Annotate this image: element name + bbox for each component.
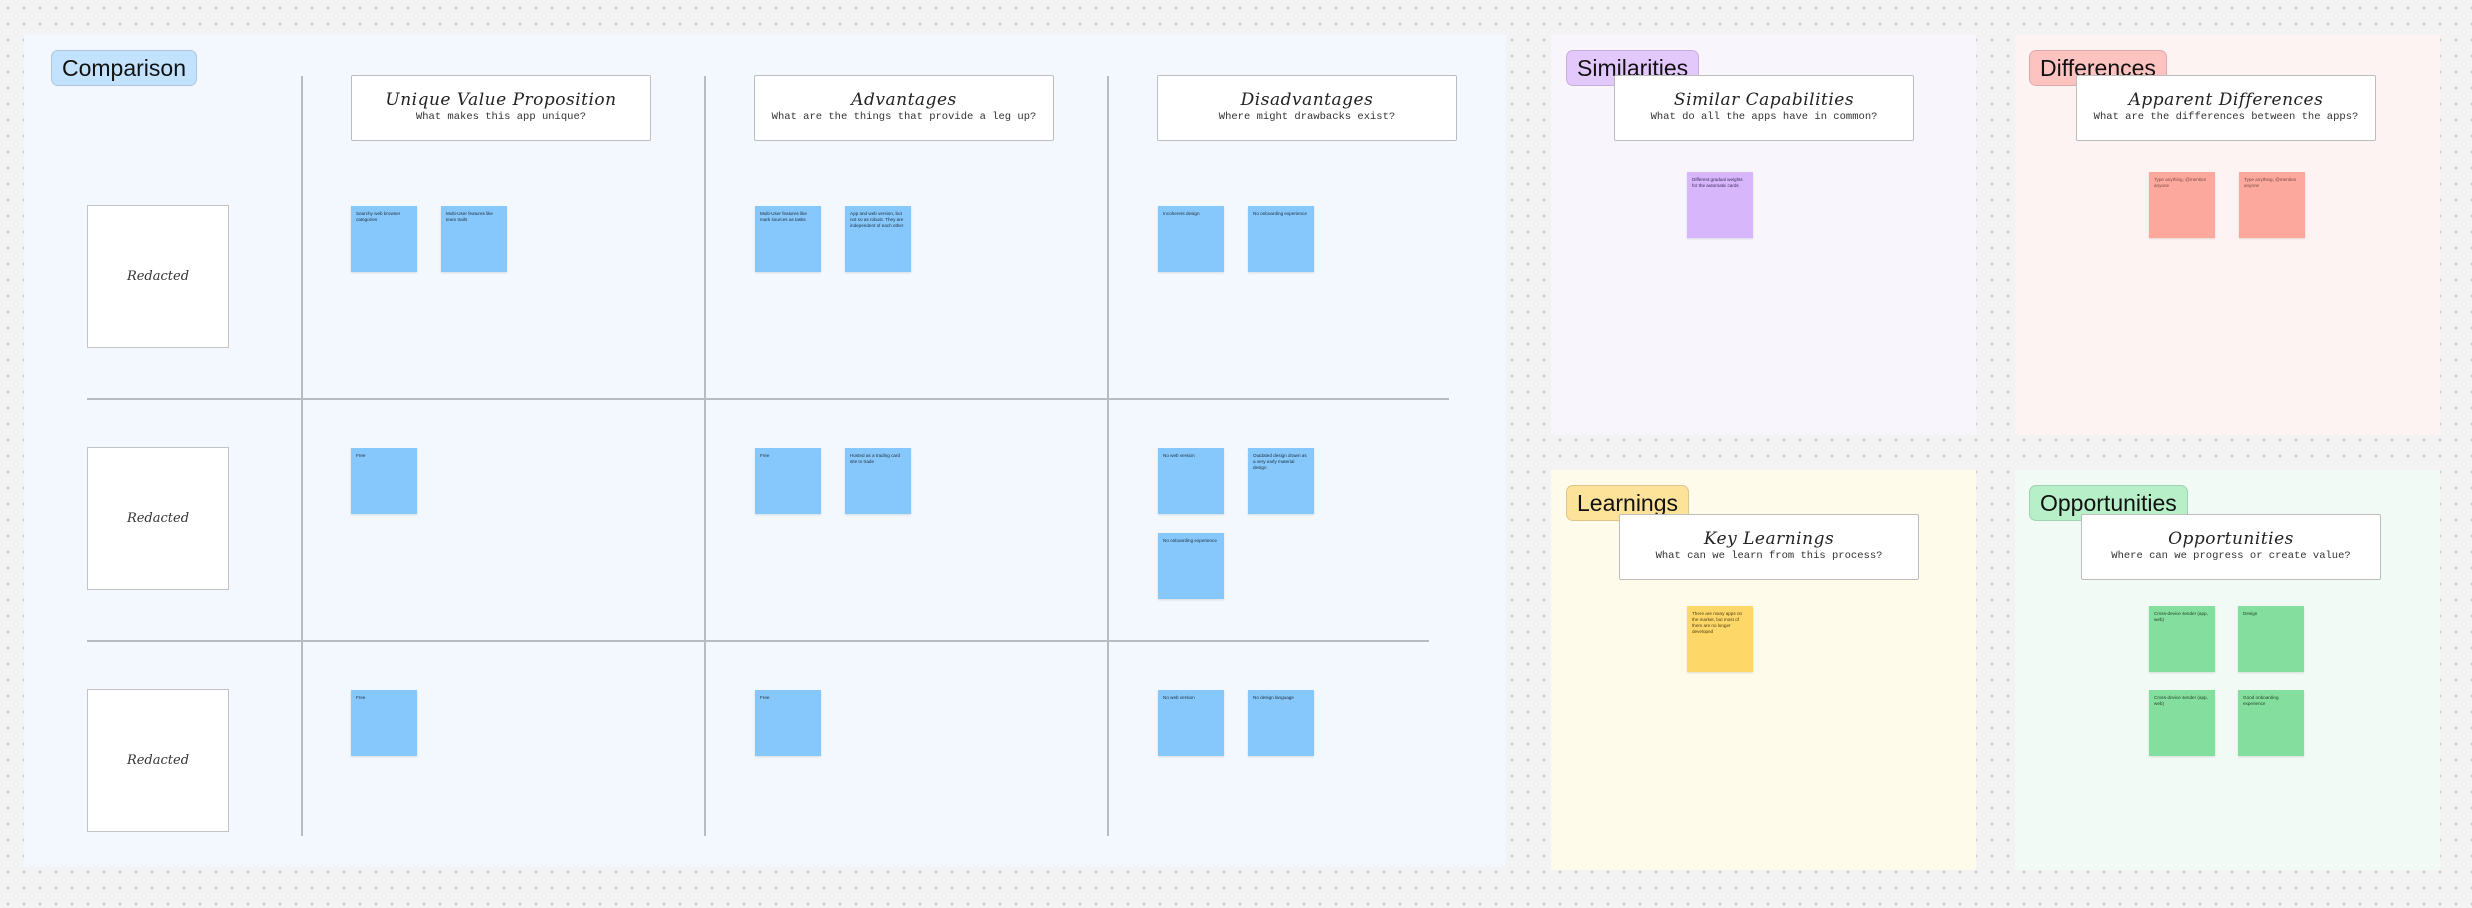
sticky-note[interactable]: Multi-User features like mark sources as…: [755, 206, 821, 272]
column-title: Disadvantages: [1240, 90, 1374, 110]
row-divider: [87, 640, 1429, 642]
column-title: Advantages: [851, 90, 957, 110]
sticky-note[interactable]: App and web version, but not so as robus…: [845, 206, 911, 272]
section-title: Key Learnings: [1703, 529, 1835, 549]
sticky-note[interactable]: Good onboarding experience: [2238, 690, 2304, 756]
sticky-note[interactable]: No onboarding experience: [1158, 533, 1224, 599]
similarities-header[interactable]: Similar Capabilities What do all the app…: [1614, 75, 1914, 141]
row-card-2[interactable]: Redacted: [87, 447, 229, 590]
section-title: Apparent Differences: [2128, 90, 2324, 110]
section-subtitle: Where can we progress or create value?: [2111, 550, 2351, 562]
sticky-note[interactable]: Free: [755, 448, 821, 514]
sticky-note[interactable]: No onboarding experience: [1248, 206, 1314, 272]
column-header-advantages[interactable]: Advantages What are the things that prov…: [754, 75, 1054, 141]
sticky-note[interactable]: Outdated design drawn as a very early ma…: [1248, 448, 1314, 514]
row-label: Redacted: [126, 269, 190, 284]
sticky-note[interactable]: Free: [351, 690, 417, 756]
column-divider: [1107, 76, 1109, 836]
opportunities-header[interactable]: Opportunities Where can we progress or c…: [2081, 514, 2381, 580]
sticky-note[interactable]: Searchy web browser categories: [351, 206, 417, 272]
row-divider: [87, 398, 1449, 400]
sticky-note[interactable]: Type anything, @mention anyone: [2149, 172, 2215, 238]
sticky-note[interactable]: No web version: [1158, 690, 1224, 756]
sticky-note[interactable]: Different gradual weights for the automa…: [1687, 172, 1753, 238]
section-title: Opportunities: [2168, 529, 2294, 549]
column-subtitle: Where might drawbacks exist?: [1218, 111, 1396, 123]
sticky-note[interactable]: Design: [2238, 606, 2304, 672]
column-header-disadvantages[interactable]: Disadvantages Where might drawbacks exis…: [1157, 75, 1457, 141]
column-header-unique-value[interactable]: Unique Value Proposition What makes this…: [351, 75, 651, 141]
row-label: Redacted: [126, 753, 190, 768]
section-subtitle: What do all the apps have in common?: [1650, 111, 1878, 123]
sticky-note[interactable]: There are many apps on the market, but m…: [1687, 606, 1753, 672]
sticky-note[interactable]: No design language: [1248, 690, 1314, 756]
learnings-header[interactable]: Key Learnings What can we learn from thi…: [1619, 514, 1919, 580]
sticky-note[interactable]: Multi-User features like team trails: [441, 206, 507, 272]
sticky-note[interactable]: Incoherent design: [1158, 206, 1224, 272]
sticky-note[interactable]: Hosted as a trading card site to trade: [845, 448, 911, 514]
column-divider: [704, 76, 706, 836]
section-title: Similar Capabilities: [1673, 90, 1855, 110]
column-subtitle: What makes this app unique?: [415, 111, 587, 123]
differences-header[interactable]: Apparent Differences What are the differ…: [2076, 75, 2376, 141]
sticky-note[interactable]: Type anything, @mention anyone: [2239, 172, 2305, 238]
column-title: Unique Value Proposition: [385, 90, 617, 110]
section-subtitle: What are the differences between the app…: [2093, 111, 2359, 123]
row-card-1[interactable]: Redacted: [87, 205, 229, 348]
column-subtitle: What are the things that provide a leg u…: [771, 111, 1037, 123]
column-divider: [301, 76, 303, 836]
row-label: Redacted: [126, 511, 190, 526]
sticky-note[interactable]: Free: [755, 690, 821, 756]
sticky-note[interactable]: Cross-device sender (app, web): [2149, 606, 2215, 672]
section-subtitle: What can we learn from this process?: [1655, 550, 1883, 562]
comparison-label[interactable]: Comparison: [51, 50, 197, 86]
sticky-note[interactable]: No web version: [1158, 448, 1224, 514]
sticky-note[interactable]: Cross-device sender (app, web): [2149, 690, 2215, 756]
sticky-note[interactable]: Free: [351, 448, 417, 514]
row-card-3[interactable]: Redacted: [87, 689, 229, 832]
